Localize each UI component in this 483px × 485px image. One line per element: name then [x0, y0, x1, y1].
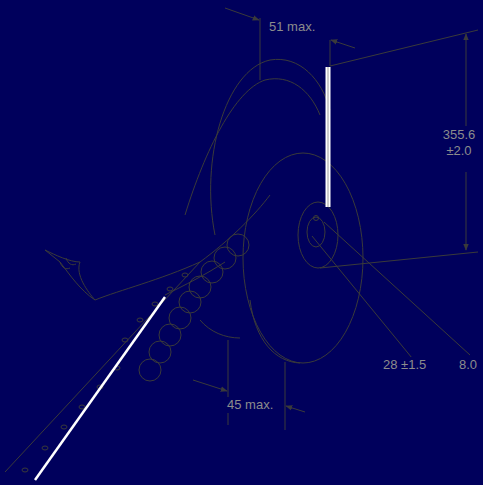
dimension-label: 45 max.: [226, 397, 274, 413]
dimension-label: 51 max.: [268, 19, 316, 35]
dimension-label: 8.0: [458, 357, 478, 373]
dimension-label: 28 ±1.5: [382, 357, 427, 373]
dimension-label: 355.6 ±2.0: [438, 127, 480, 159]
